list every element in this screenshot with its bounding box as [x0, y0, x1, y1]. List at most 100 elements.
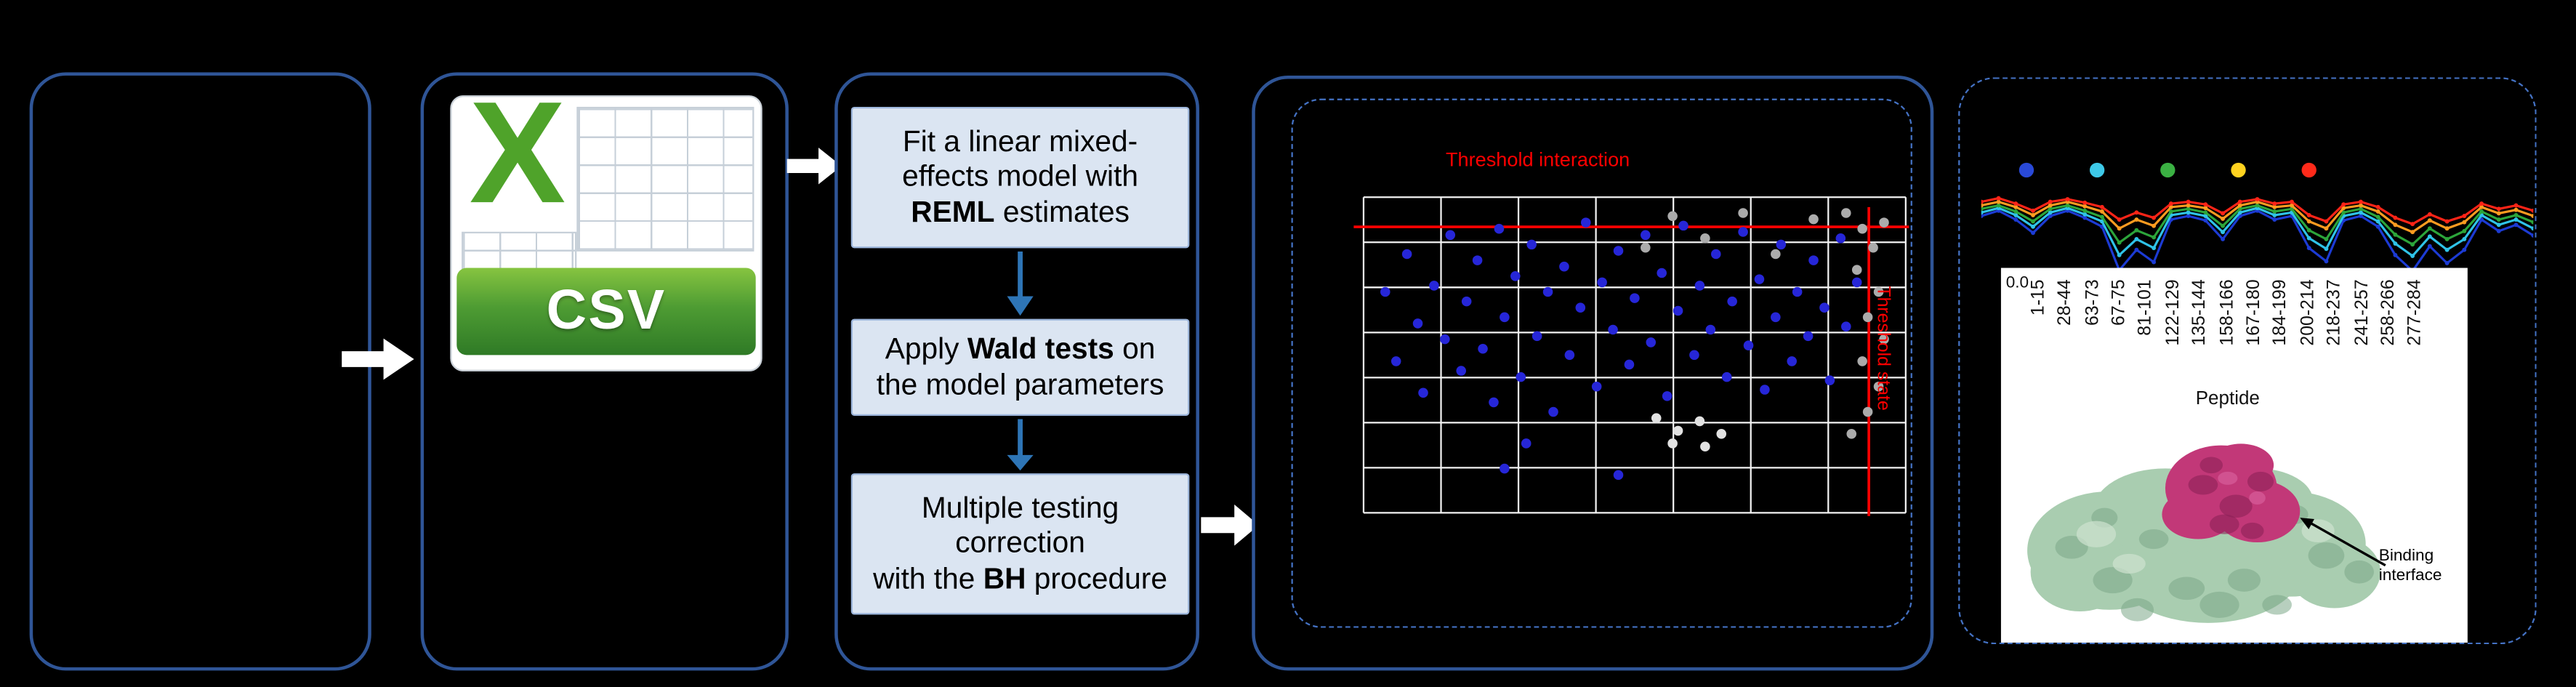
legend-dot-icon: [2089, 162, 2105, 178]
threshold-interaction-label: Threshold interaction: [1445, 148, 1630, 172]
uptake-marker-t1: [2221, 211, 2225, 216]
step-text-segment: estimates: [994, 195, 1130, 228]
uptake-marker-t5: [2513, 222, 2519, 228]
uptake-marker-t4: [2013, 212, 2018, 217]
peptide-axis-label: Peptide: [2195, 389, 2260, 409]
uptake-marker-t2: [2117, 226, 2122, 231]
uptake-marker-t5: [2272, 217, 2277, 222]
scatter-plot: [1353, 196, 1909, 516]
uptake-marker-t1: [2444, 219, 2450, 224]
uptake-marker-t2: [2427, 218, 2432, 223]
uptake-marker-t3: [2134, 228, 2139, 233]
scatter-point-significant: [1705, 324, 1716, 335]
peptide-tick-label: 200-214: [2298, 279, 2318, 346]
uptake-marker-t1: [2082, 200, 2088, 205]
peptide-tick-slot: 158-166: [2214, 279, 2241, 385]
peptide-tick-label: 81-101: [2136, 279, 2157, 336]
uptake-marker-t2: [2134, 217, 2139, 222]
scatter-point-significant: [1613, 246, 1624, 256]
uptake-marker-t4: [2203, 214, 2208, 219]
uptake-marker-t3: [2375, 214, 2380, 220]
scatter-point-significant: [1500, 312, 1510, 323]
flow-arrow-right-3-icon: [1201, 504, 1259, 546]
uptake-marker-t1: [2375, 204, 2380, 209]
uptake-marker-t1: [2462, 214, 2467, 219]
scatter-point-significant: [1851, 277, 1862, 288]
uptake-marker-t1: [2272, 201, 2277, 206]
exposure-legend-dots: [2018, 162, 2317, 178]
uptake-marker-t1: [2065, 197, 2070, 201]
scatter-point-significant: [1754, 274, 1765, 284]
uptake-marker-t5: [2013, 217, 2018, 222]
uptake-marker-t2: [1996, 199, 2001, 204]
uptake-marker-t2: [2444, 226, 2450, 231]
scatter-point-significant: [1445, 230, 1456, 241]
uptake-marker-t5: [2375, 224, 2380, 229]
arrow-shape: [1201, 504, 1259, 546]
scatter-point-significant: [1510, 271, 1521, 281]
uptake-marker-t1: [2531, 208, 2534, 213]
uptake-marker-t4: [2531, 226, 2534, 231]
scatter-point-faint: [1694, 416, 1705, 427]
uptake-line-t4: [1981, 206, 2534, 258]
scatter-point-significant: [1792, 286, 1803, 297]
uptake-marker-t3: [2031, 219, 2035, 224]
uptake-marker-t3: [2410, 242, 2415, 247]
step-text-segment: Multiple testing: [921, 491, 1119, 524]
scatter-point-significant: [1673, 305, 1683, 316]
peptide-tick-slot: 1-15: [2026, 279, 2053, 385]
uptake-marker-t4: [2152, 246, 2157, 251]
arrow-shape: [786, 148, 842, 185]
scatter-point-significant: [1662, 391, 1673, 401]
uptake-marker-t5: [2358, 214, 2363, 219]
step-text-segment: procedure: [1026, 561, 1167, 595]
step-text-segment: effects model with: [902, 159, 1139, 193]
scatter-point-significant: [1657, 268, 1667, 278]
scatter-point-significant: [1824, 375, 1835, 385]
step-text-segment: correction: [955, 526, 1085, 560]
uptake-marker-t1: [2152, 215, 2157, 220]
step-box-multiple-testing: Multiple testing correction with the BH …: [850, 473, 1190, 615]
uptake-marker-t4: [2427, 234, 2432, 239]
uptake-marker-t3: [2272, 209, 2277, 214]
uptake-marker-t1: [2306, 212, 2311, 217]
peptide-tick-label: 167-180: [2244, 279, 2264, 346]
uptake-marker-t3: [2324, 237, 2329, 241]
scatter-point-faint: [1716, 429, 1727, 439]
uptake-marker-t2: [2479, 204, 2484, 209]
flow-arrow-right-2-icon: [786, 148, 842, 185]
scatter-point-significant: [1401, 249, 1412, 260]
uptake-marker-t4: [2513, 217, 2519, 222]
scatter-point-significant: [1835, 233, 1846, 244]
scatter-point-significant: [1531, 331, 1542, 342]
step-text-segment: Fit a linear mixed-: [902, 124, 1138, 158]
down-arrow-icon: [1007, 251, 1034, 316]
scatter-point-significant: [1646, 337, 1657, 347]
scatter-point-significant: [1548, 406, 1558, 417]
uptake-marker-t4: [2324, 246, 2329, 252]
uptake-marker-t1: [2117, 217, 2122, 222]
uptake-marker-t5: [2496, 228, 2501, 233]
scatter-point-non-significant: [1641, 242, 1651, 253]
panel-statistical-steps: Fit a linear mixed- effects model with R…: [834, 72, 1199, 671]
uptake-marker-t1: [2203, 202, 2208, 207]
uptake-marker-t1: [2324, 219, 2329, 224]
scatter-point-significant: [1478, 343, 1488, 354]
scatter-point-significant: [1776, 239, 1787, 250]
scatter-point-significant: [1390, 356, 1401, 366]
scatter-point-significant: [1641, 230, 1651, 241]
uptake-marker-t1: [2358, 199, 2363, 204]
uptake-marker-t3: [2496, 217, 2501, 222]
uptake-marker-t4: [2221, 230, 2225, 235]
legend-dot-icon: [2160, 162, 2175, 178]
scatter-point-non-significant: [1857, 223, 1867, 234]
uptake-marker-t3: [2513, 212, 2519, 217]
legend-dot-icon: [2231, 162, 2246, 178]
scatter-point-non-significant: [1873, 381, 1884, 392]
step-text: Fit a linear mixed- effects model with R…: [902, 124, 1138, 230]
uptake-marker-t4: [2186, 210, 2191, 215]
peptide-tick-label: 277-284: [2405, 279, 2426, 346]
uptake-marker-t2: [2358, 203, 2363, 208]
